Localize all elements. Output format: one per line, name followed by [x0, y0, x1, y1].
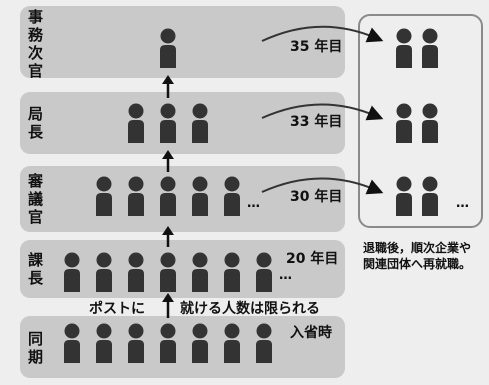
- person-icon: [96, 176, 112, 216]
- person-icon: [192, 252, 208, 292]
- reemployment-caption-line-2: 関連団体へ再就職。: [363, 257, 472, 271]
- ellipsis-reemployment: …: [456, 196, 469, 211]
- person-icon: [160, 103, 176, 143]
- person-icon: [224, 252, 240, 292]
- person-icon: [128, 176, 144, 216]
- level-box-kyokucho: [20, 92, 345, 154]
- level-box-jimujikan: [20, 6, 345, 78]
- ellipsis-shingikan: …: [247, 196, 260, 211]
- year-label-jimujikan: 35 年目: [290, 39, 343, 55]
- caption-after-arrow: 就ける人数は限られる: [180, 301, 320, 317]
- ellipsis-kacho: …: [279, 268, 292, 283]
- person-icon: [192, 176, 208, 216]
- person-icon: [396, 176, 412, 216]
- person-icon: [224, 323, 240, 363]
- person-icon: [396, 103, 412, 143]
- person-icon: [422, 103, 438, 143]
- person-icon: [128, 252, 144, 292]
- level-box-shingikan: [20, 166, 345, 232]
- person-icon: [192, 323, 208, 363]
- person-icon: [422, 28, 438, 68]
- year-label-doki: 入省時: [290, 325, 332, 341]
- person-icon: [128, 103, 144, 143]
- reemployment-caption-line-1: 退職後，順次企業や: [363, 241, 472, 255]
- caption-before-arrow: ポストに: [89, 301, 145, 317]
- person-icon: [64, 252, 80, 292]
- level-label-jimujikan: 事務 次官: [28, 8, 44, 80]
- person-icon: [396, 28, 412, 68]
- person-icon: [160, 28, 176, 68]
- person-icon: [256, 252, 272, 292]
- year-label-kyokucho: 33 年目: [290, 114, 343, 130]
- person-icon: [256, 323, 272, 363]
- person-icon: [128, 323, 144, 363]
- person-icon: [160, 323, 176, 363]
- level-label-kyokucho: 局長: [28, 105, 44, 141]
- person-icon: [96, 252, 112, 292]
- level-label-doki: 同期: [28, 330, 44, 366]
- year-label-shingikan: 30 年目: [290, 189, 343, 205]
- level-label-kacho: 課長: [28, 251, 44, 287]
- year-label-kacho: 20 年目: [286, 251, 339, 267]
- person-icon: [160, 176, 176, 216]
- reemployment-caption: 退職後，順次企業や 関連団体へ再就職。: [363, 240, 471, 272]
- person-icon: [224, 176, 240, 216]
- person-icon: [192, 103, 208, 143]
- level-label-shingikan: 審議 官: [28, 172, 44, 226]
- person-icon: [64, 323, 80, 363]
- person-icon: [422, 176, 438, 216]
- person-icon: [96, 323, 112, 363]
- person-icon: [160, 252, 176, 292]
